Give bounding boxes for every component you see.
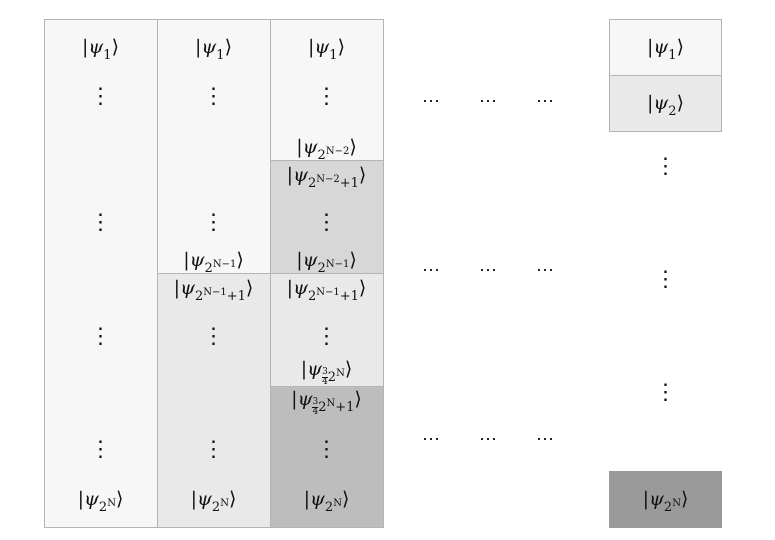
vertical-dots: ⋮ [654,267,677,292]
vertical-dots: ⋮ [89,210,112,235]
psi-1-label: |ψ1⟩ [307,36,345,63]
psi-2-label: |ψ2⟩ [646,92,684,119]
vertical-dots: ⋮ [315,210,338,235]
horizontal-dots: ⋯ [536,91,556,112]
psi-2-pow-N-minus-2-label: |ψ2N−2⟩ [296,136,357,163]
psi-2-pow-N-minus-1-label: |ψ2N−1⟩ [296,249,357,276]
column-2-block-bottom [157,273,271,528]
psi-2-pow-N-minus-1-label: |ψ2N−1⟩ [183,249,244,276]
vertical-dots: ⋮ [202,324,225,349]
horizontal-dots: ⋯ [479,91,499,112]
vertical-dots: ⋮ [654,154,677,179]
psi-2-pow-N-minus-1-plus-1-label: |ψ2N−1+1⟩ [286,277,367,304]
column-3-block-q4 [270,386,384,528]
vertical-dots: ⋮ [315,324,338,349]
vertical-dots: ⋮ [89,437,112,462]
horizontal-dots: ⋯ [422,429,442,450]
vertical-dots: ⋮ [202,437,225,462]
psi-2-pow-N-label: |ψ2N⟩ [303,488,350,515]
horizontal-dots: ⋯ [479,429,499,450]
final-column-cell-last [609,471,722,528]
column-3-block-q2 [270,160,384,274]
horizontal-dots: ⋯ [422,260,442,281]
vertical-dots: ⋮ [315,437,338,462]
vertical-dots: ⋮ [202,84,225,109]
vertical-dots: ⋮ [89,324,112,349]
vertical-dots: ⋮ [202,210,225,235]
final-column-cell-1 [609,19,722,76]
column-2-block-top [157,19,271,274]
vertical-dots: ⋮ [89,84,112,109]
vertical-dots: ⋮ [654,380,677,405]
column-3-block-q1 [270,19,384,161]
horizontal-dots: ⋯ [422,91,442,112]
horizontal-dots: ⋯ [479,260,499,281]
horizontal-dots: ⋯ [536,429,556,450]
column-3-block-q3 [270,273,384,387]
psi-2-pow-N-minus-2-plus-1-label: |ψ2N−2+1⟩ [286,164,367,191]
psi-1-label: |ψ1⟩ [194,36,232,63]
psi-2-pow-N-label: |ψ2N⟩ [190,488,237,515]
psi-2-pow-N-label: |ψ2N⟩ [642,488,689,515]
final-column-cell-2 [609,75,722,132]
psi-2-pow-N-label: |ψ2N⟩ [77,488,124,515]
psi-2-pow-N-minus-1-plus-1-label: |ψ2N−1+1⟩ [173,277,254,304]
horizontal-dots: ⋯ [536,260,556,281]
psi-1-label: |ψ1⟩ [81,36,119,63]
column-1-block [44,19,158,528]
vertical-dots: ⋮ [315,84,338,109]
psi-1-label: |ψ1⟩ [646,36,684,63]
